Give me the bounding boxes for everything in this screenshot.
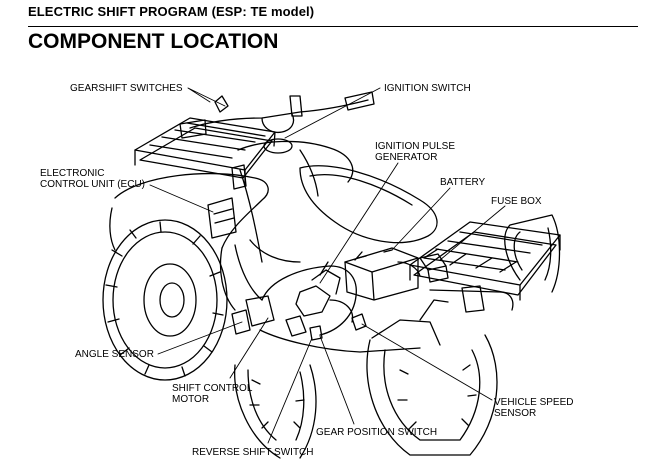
label-angle-sensor: ANGLE SENSOR [75, 349, 154, 360]
front-left-wheel [102, 219, 228, 381]
leader-ecu [149, 184, 214, 213]
leader-angle-sensor [157, 321, 243, 355]
leader-gearshift-switches [187, 87, 226, 107]
battery-assembly [344, 247, 421, 301]
label-gearshift-switches: GEARSHIFT SWITCHES [70, 83, 183, 94]
engine-block [231, 251, 367, 341]
label-ecu: ELECTRONIC CONTROL UNIT (ECU) [40, 168, 145, 190]
leader-ignition-pulse-generator [319, 162, 399, 284]
rear-fender [429, 285, 514, 313]
leader-vehicle-speed-sensor [361, 323, 493, 401]
leader-battery [391, 187, 451, 251]
leader-lines [149, 87, 506, 444]
section-title: ELECTRIC SHIFT PROGRAM (ESP: TE model) [28, 4, 315, 19]
leader-shift-control-motor [229, 317, 269, 379]
label-ignition-switch: IGNITION SWITCH [384, 83, 471, 94]
lower-frame [259, 299, 449, 353]
front-fender [109, 172, 269, 311]
page-header: ELECTRIC SHIFT PROGRAM (ESP: TE model) C… [28, 4, 638, 53]
rear-right-wheel [366, 334, 498, 456]
front-right-wheel [234, 364, 317, 459]
label-reverse-shift-switch: REVERSE SHIFT SWITCH [192, 447, 314, 458]
label-fuse-box: FUSE BOX [491, 196, 542, 207]
label-vehicle-speed-sensor: VEHICLE SPEED SENSOR [494, 397, 574, 419]
ecu-unit [207, 164, 247, 239]
label-shift-control-motor: SHIFT CONTROL MOTOR [172, 383, 253, 405]
body-panel [237, 140, 354, 263]
label-battery: BATTERY [440, 177, 486, 188]
seat [299, 165, 438, 244]
label-ignition-pulse-generator: IGNITION PULSE GENERATOR [375, 141, 456, 163]
leader-gear-position-switch [319, 335, 355, 425]
rear-left-wheel [504, 214, 561, 293]
rear-rack [409, 221, 561, 301]
leader-fuse-box [439, 205, 506, 261]
label-gear-position-switch: GEAR POSITION SWITCH [316, 427, 438, 438]
fuse-box-unit [419, 253, 449, 283]
leader-ignition-switch [284, 87, 381, 139]
leader-reverse-shift-switch [267, 337, 313, 444]
page-title: COMPONENT LOCATION [28, 30, 279, 53]
header-rule [28, 26, 638, 27]
